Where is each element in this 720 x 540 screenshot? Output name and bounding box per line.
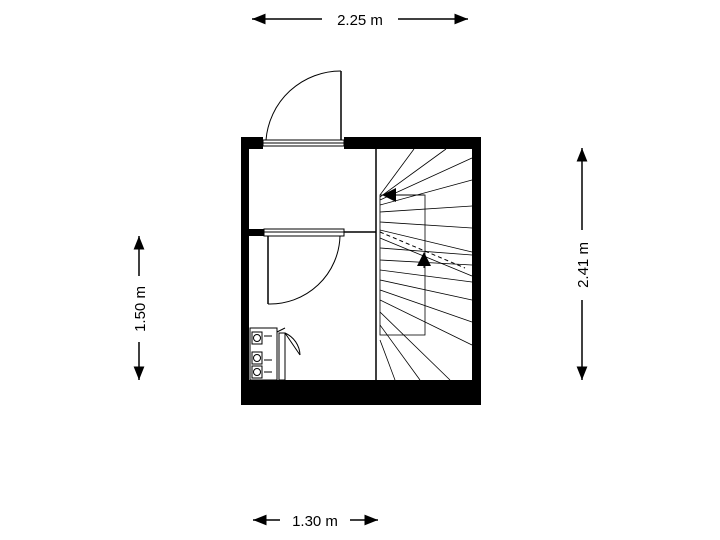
dimension-top-width: 2.25 m xyxy=(252,12,468,29)
exterior-walls xyxy=(241,137,481,405)
wall-left xyxy=(241,137,249,405)
dimension-left-height-label: 1.50 m xyxy=(132,286,149,332)
staircase xyxy=(379,148,473,381)
dimension-left-height: 1.50 m xyxy=(132,236,149,380)
wall-bottom xyxy=(241,380,481,405)
meter-cabinet xyxy=(249,327,301,381)
dimension-top-width-label: 2.25 m xyxy=(337,12,383,29)
interior-partition xyxy=(249,228,376,237)
wall-top-right xyxy=(344,137,481,149)
dimension-bottom-width: 1.30 m xyxy=(253,513,378,530)
dimension-bottom-width-label: 1.30 m xyxy=(292,513,338,530)
dimension-right-height: 2.41 m xyxy=(575,148,592,380)
interior-door xyxy=(267,235,341,305)
front-door xyxy=(262,70,345,147)
dimension-right-height-label: 2.41 m xyxy=(575,242,592,288)
wall-right xyxy=(472,137,481,405)
